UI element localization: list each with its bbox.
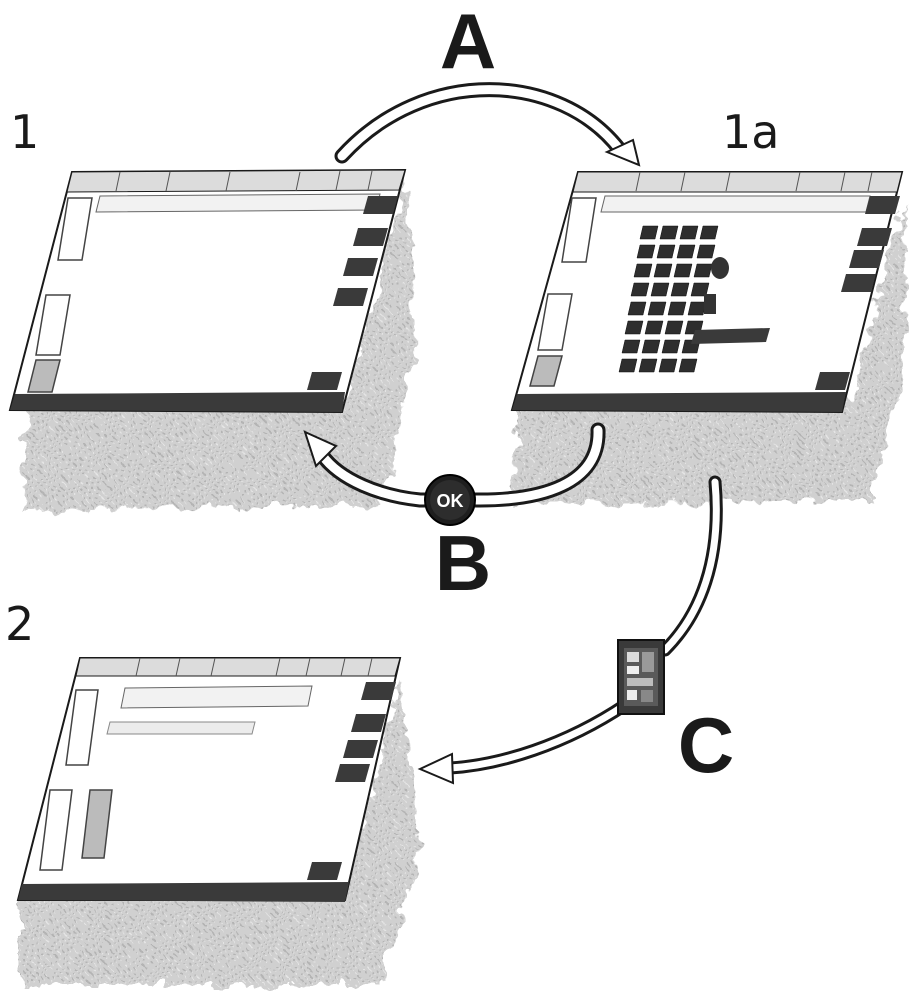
step-b-label: B — [435, 519, 491, 607]
device-panel-icon[interactable] — [618, 640, 664, 714]
screen-1a-value-row — [601, 196, 870, 212]
keypad-key[interactable] — [674, 264, 692, 277]
screen-2-value-row — [121, 686, 312, 708]
keypad-key[interactable] — [651, 283, 669, 296]
keypad-key[interactable] — [642, 340, 660, 353]
screen-1-value-row — [96, 194, 380, 212]
keypad-key[interactable] — [625, 321, 643, 334]
screen-1a-bottom-bar[interactable] — [512, 392, 846, 412]
keypad-key[interactable] — [657, 245, 675, 258]
keypad-key[interactable] — [668, 302, 686, 315]
keypad-key[interactable] — [619, 359, 637, 372]
ok-button[interactable]: OK — [425, 475, 475, 525]
screen-1a-number: 1a — [722, 105, 779, 159]
keypad-key[interactable] — [679, 359, 697, 372]
screen-1a-top-bar — [573, 172, 902, 192]
keypad-key[interactable] — [659, 359, 677, 372]
screen-1a-device[interactable] — [510, 172, 905, 505]
keypad-key[interactable] — [634, 264, 652, 277]
keypad-key[interactable] — [640, 226, 658, 239]
ok-button-label: OK — [437, 491, 464, 511]
arrow-a-track-fill — [342, 90, 620, 156]
keypad-key[interactable] — [688, 302, 706, 315]
keypad-key[interactable] — [631, 283, 649, 296]
keypad-key[interactable] — [665, 321, 683, 334]
arrow-c-track-lower — [450, 705, 625, 768]
keypad-key[interactable] — [660, 226, 678, 239]
arrow-c-head — [420, 754, 453, 783]
step-a-label: A — [440, 0, 496, 85]
screen-2-bottom-bar[interactable] — [18, 882, 349, 902]
keypad-key[interactable] — [671, 283, 689, 296]
keypad-key[interactable] — [648, 302, 666, 315]
keypad-key[interactable] — [645, 321, 663, 334]
screen-1-device[interactable] — [10, 170, 415, 510]
screen-2-device[interactable] — [18, 658, 420, 985]
keypad-key[interactable] — [639, 359, 657, 372]
keypad-key[interactable] — [700, 226, 718, 239]
screen-1a-toggle[interactable] — [704, 294, 716, 314]
screen-2-number: 2 — [5, 597, 34, 651]
screen-2-top-bar — [76, 658, 400, 676]
keypad-key[interactable] — [654, 264, 672, 277]
screen-1a-dial[interactable] — [711, 257, 729, 279]
screen-1-bottom-bar[interactable] — [10, 392, 345, 412]
screen-1a-entry-field[interactable] — [691, 328, 770, 344]
keypad-key[interactable] — [637, 245, 655, 258]
keypad-key[interactable] — [694, 264, 712, 277]
keypad-key[interactable] — [680, 226, 698, 239]
keypad-key[interactable] — [697, 245, 715, 258]
keypad-key[interactable] — [628, 302, 646, 315]
keypad-key[interactable] — [662, 340, 680, 353]
keypad-key[interactable] — [622, 340, 640, 353]
keypad-key[interactable] — [677, 245, 695, 258]
screen-1-number: 1 — [10, 105, 39, 159]
step-c-label: C — [678, 701, 734, 789]
screen-2-sub-row — [107, 722, 255, 734]
